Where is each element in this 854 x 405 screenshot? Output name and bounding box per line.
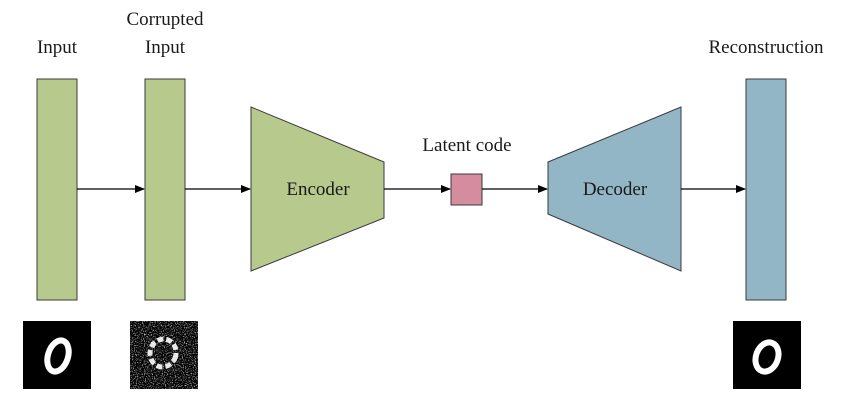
input-label: Input — [37, 37, 78, 58]
input-digit-icon — [23, 321, 91, 389]
encoder-label: Encoder — [286, 179, 350, 200]
decoder-block — [547, 106, 682, 272]
latent-code-box — [450, 173, 483, 206]
corrupted-digit-icon — [130, 321, 198, 389]
corrupted-label-line1: Corrupted — [126, 9, 204, 30]
decoder-label: Decoder — [583, 179, 648, 200]
reconstruction-label: Reconstruction — [708, 37, 824, 58]
corrupted-input-layer — [144, 78, 186, 301]
corrupted-label-line2: Input — [145, 37, 186, 58]
input-layer — [36, 78, 78, 301]
reconstructed-digit-icon — [733, 321, 801, 389]
encoder-block — [250, 106, 385, 272]
latent-code-label: Latent code — [422, 135, 511, 156]
reconstruction-layer — [745, 78, 787, 301]
